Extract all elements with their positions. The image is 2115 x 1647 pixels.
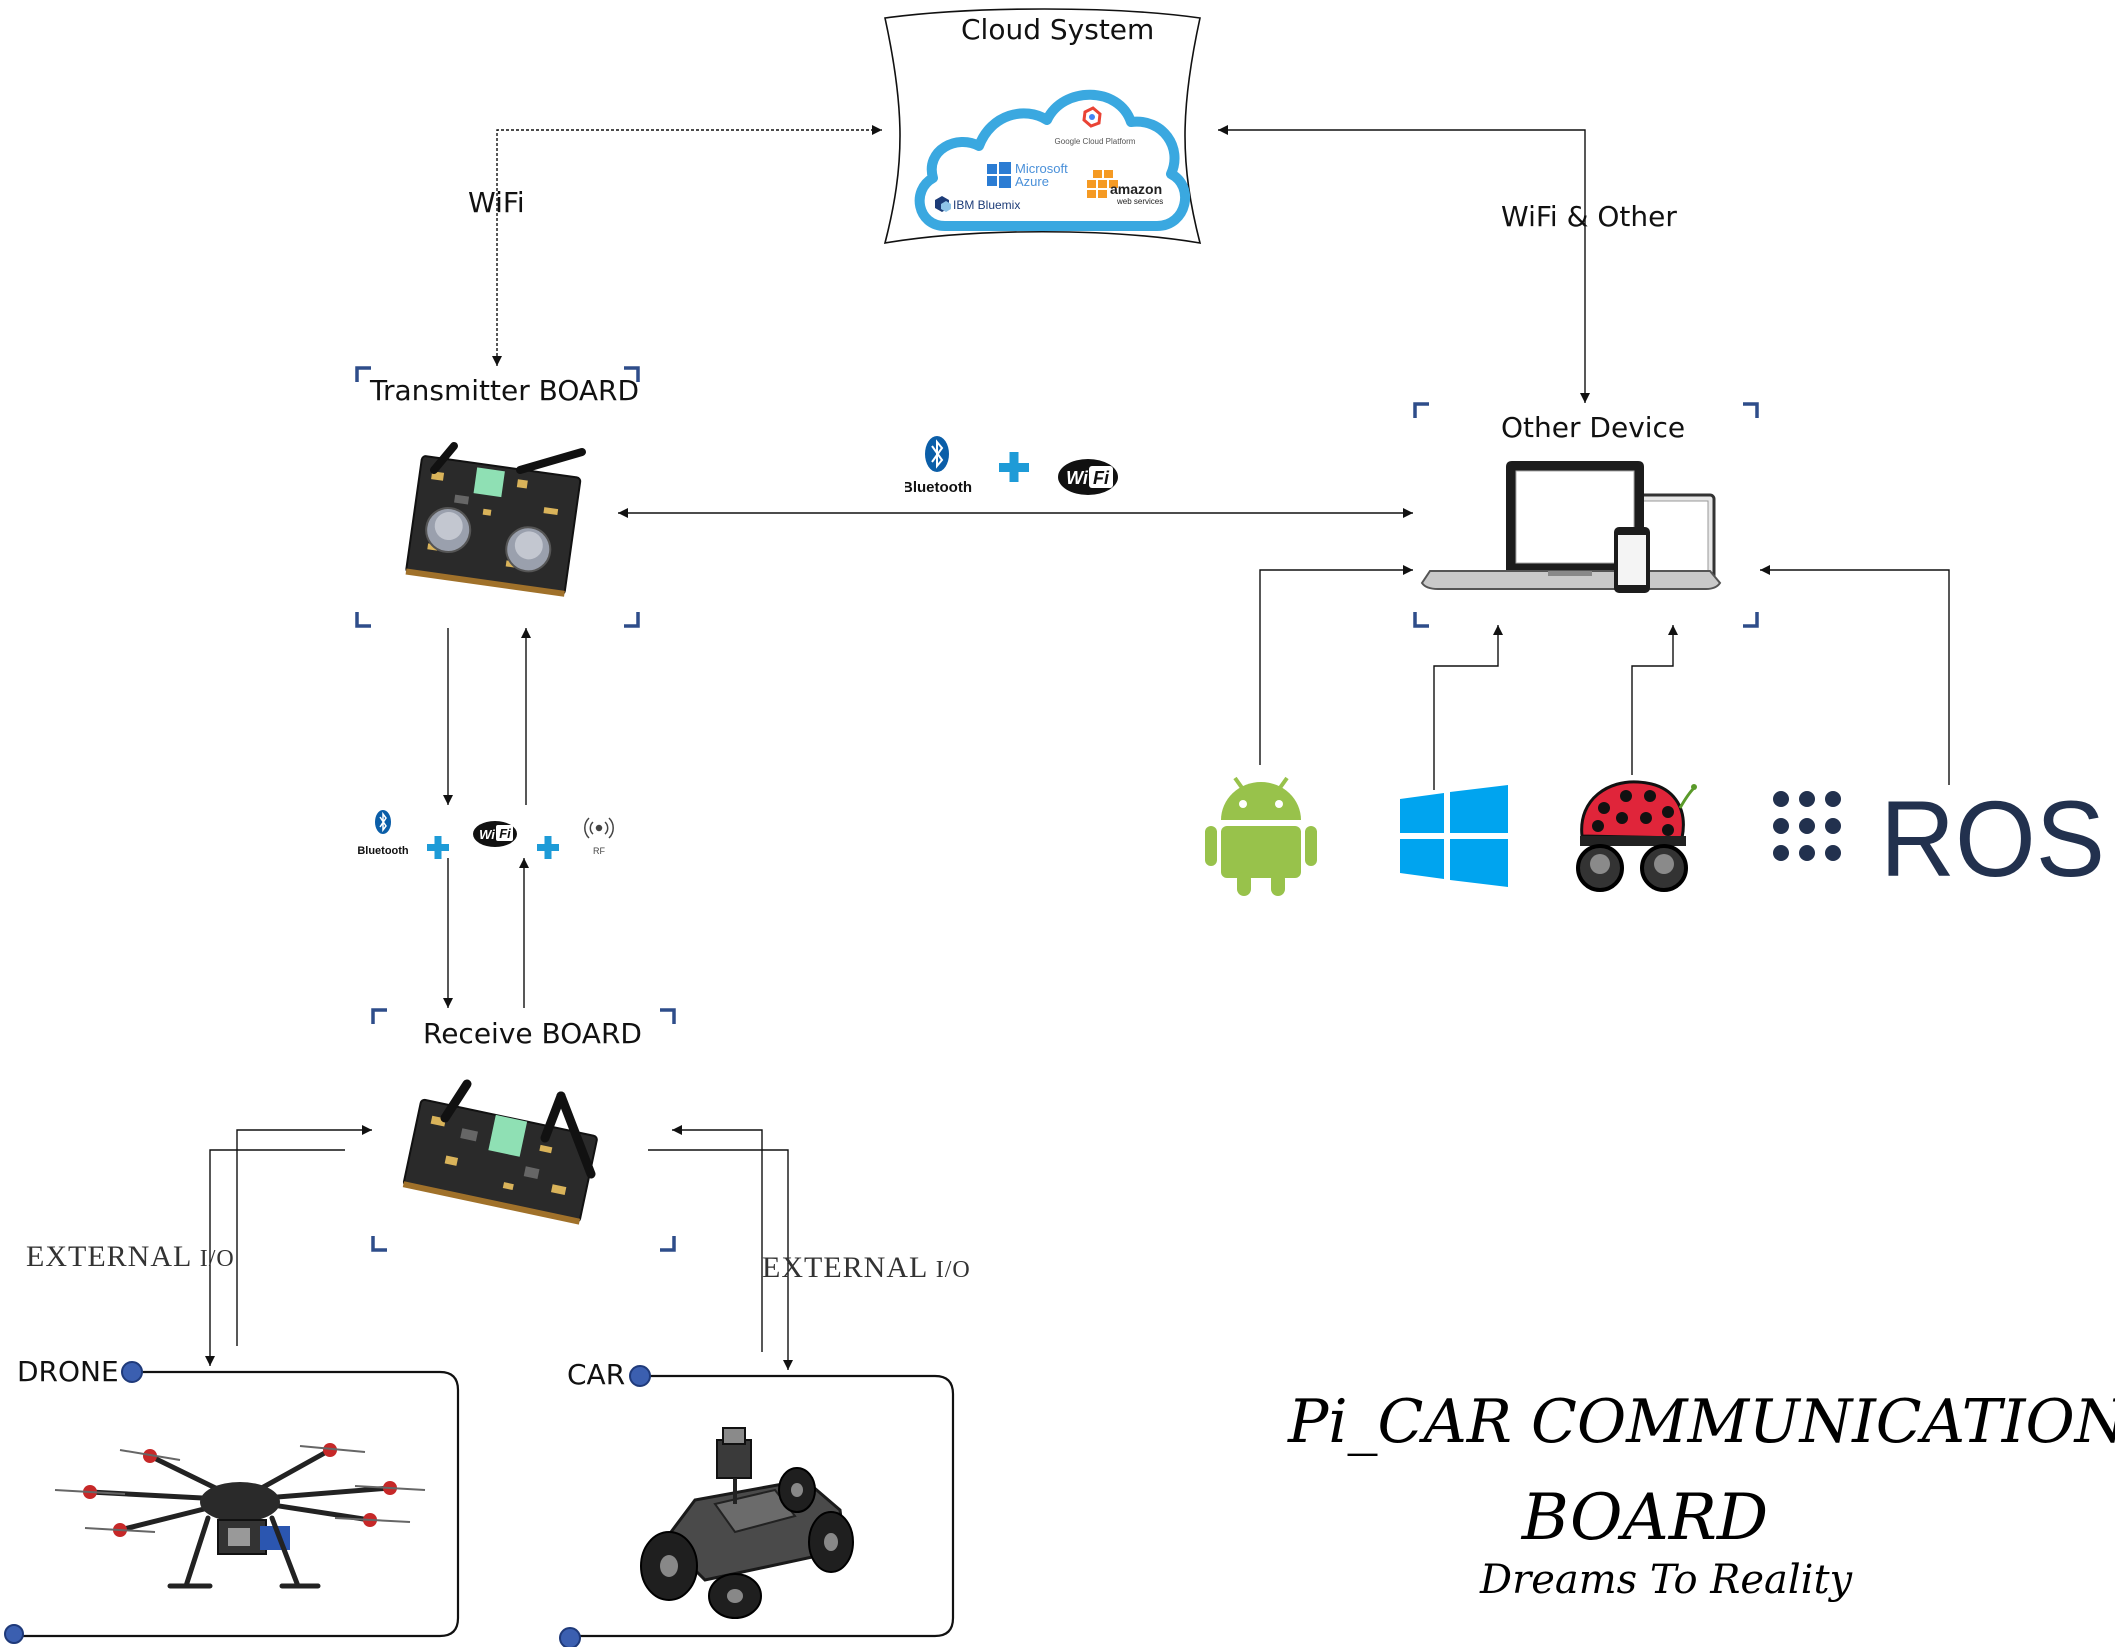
car-up-line <box>672 1125 763 1352</box>
receive-brackets <box>371 1008 676 1252</box>
plus-icon <box>427 836 449 859</box>
bluetooth-small-label: Bluetooth <box>357 845 409 857</box>
amazon-label: amazon <box>1110 181 1162 197</box>
wifi-link-line <box>492 125 882 366</box>
other-device-brackets <box>1413 402 1759 628</box>
transmitter-board-label: Transmitter BOARD <box>370 374 640 407</box>
wifi-link-label: WiFi <box>468 186 525 219</box>
wifi-icon: Wi Fi <box>1058 459 1118 495</box>
plus-icon <box>999 452 1029 482</box>
ros-logo: ROS <box>1773 782 2105 890</box>
external-io-left-label: EXTERNAL I/O <box>26 1242 235 1272</box>
google-cloud-icon <box>1082 106 1102 128</box>
android-icon <box>1205 776 1317 896</box>
ros-wordmark: ROS <box>1880 782 2105 890</box>
title-line-1: Pi_CAR COMMUNICATION <box>1288 1387 2115 1457</box>
cloud-system-label: Cloud System <box>961 13 1155 46</box>
devices-image <box>1420 461 1722 593</box>
transmitter-brackets <box>355 366 640 628</box>
external-io-left-main: EXTERNAL <box>26 1240 192 1273</box>
drone-up-line <box>236 1125 372 1346</box>
car-end-dot <box>559 1627 581 1647</box>
azure-logo-icon <box>987 162 1011 188</box>
title-line-2: BOARD <box>1521 1481 1769 1555</box>
rf-signal-icon <box>584 817 614 839</box>
aws-boxes-icon <box>1087 170 1118 198</box>
aws-sub-label: web services <box>1116 197 1163 206</box>
wifi-other-link-line <box>1218 125 1590 403</box>
wifi-other-link-label: WiFi & Other <box>1501 200 1677 233</box>
azure-label-1: Microsoft <box>1015 161 1068 176</box>
wifi-badge-wi: Wi <box>1066 468 1089 488</box>
windows-icon <box>1400 785 1508 887</box>
azure-label-2: Azure <box>1015 174 1049 189</box>
car-box <box>576 1374 955 1638</box>
car-down-line <box>648 1149 793 1370</box>
receive-board-image <box>402 1079 598 1225</box>
other-device-label: Other Device <box>1501 411 1686 444</box>
drone-end-dot <box>4 1624 24 1644</box>
bt-wifi-badge-top: Bluetooth Wi Fi <box>905 436 1118 496</box>
raspberry-pi-robot-icon <box>1576 780 1697 892</box>
rf-label: RF <box>593 846 605 856</box>
external-io-left-sub: I/O <box>199 1246 235 1272</box>
drone-box <box>18 1370 460 1638</box>
ros-link-line <box>1760 565 1950 785</box>
external-io-right-label: EXTERNAL I/O <box>762 1253 971 1283</box>
google-cloud-label: Google Cloud Platform <box>1055 137 1136 146</box>
drone-label: DRONE <box>17 1355 119 1388</box>
car-label: CAR <box>567 1358 626 1391</box>
bluetooth-label: Bluetooth <box>905 479 972 496</box>
bt-wifi-rf-badge: Bluetooth Wi Fi RF <box>357 810 614 859</box>
wifi-small-icon: Wi Fi <box>473 821 517 847</box>
bluetooth-small-icon <box>375 810 391 834</box>
wifi-small-wi: Wi <box>479 827 495 842</box>
cloud-services-illustration: Google Cloud Platform Microsoft Azure IB… <box>914 89 1191 231</box>
wifi-badge-fi: Fi <box>1093 468 1110 488</box>
drone-image <box>54 1443 426 1589</box>
plus-icon <box>537 836 559 859</box>
ibm-bluemix-label: IBM Bluemix <box>953 198 1020 212</box>
windows-link-line <box>1433 625 1503 790</box>
external-io-right-sub: I/O <box>935 1257 971 1283</box>
title-tagline: Dreams To Reality <box>1480 1557 1853 1603</box>
android-link-line <box>1259 565 1413 765</box>
car-connector-dot <box>629 1365 651 1387</box>
raspberry-link-line <box>1631 625 1678 775</box>
ros-dots-icon <box>1773 791 1841 861</box>
car-image <box>640 1427 854 1619</box>
ibm-bluemix-icon <box>935 196 951 212</box>
drone-down-line <box>205 1149 345 1366</box>
drone-connector-dot <box>121 1361 143 1383</box>
bluetooth-icon <box>925 436 949 472</box>
wifi-small-fi: Fi <box>499 826 511 841</box>
external-io-right-main: EXTERNAL <box>762 1251 928 1284</box>
receive-board-label: Receive BOARD <box>423 1017 642 1050</box>
transmitter-board-image <box>405 442 586 597</box>
